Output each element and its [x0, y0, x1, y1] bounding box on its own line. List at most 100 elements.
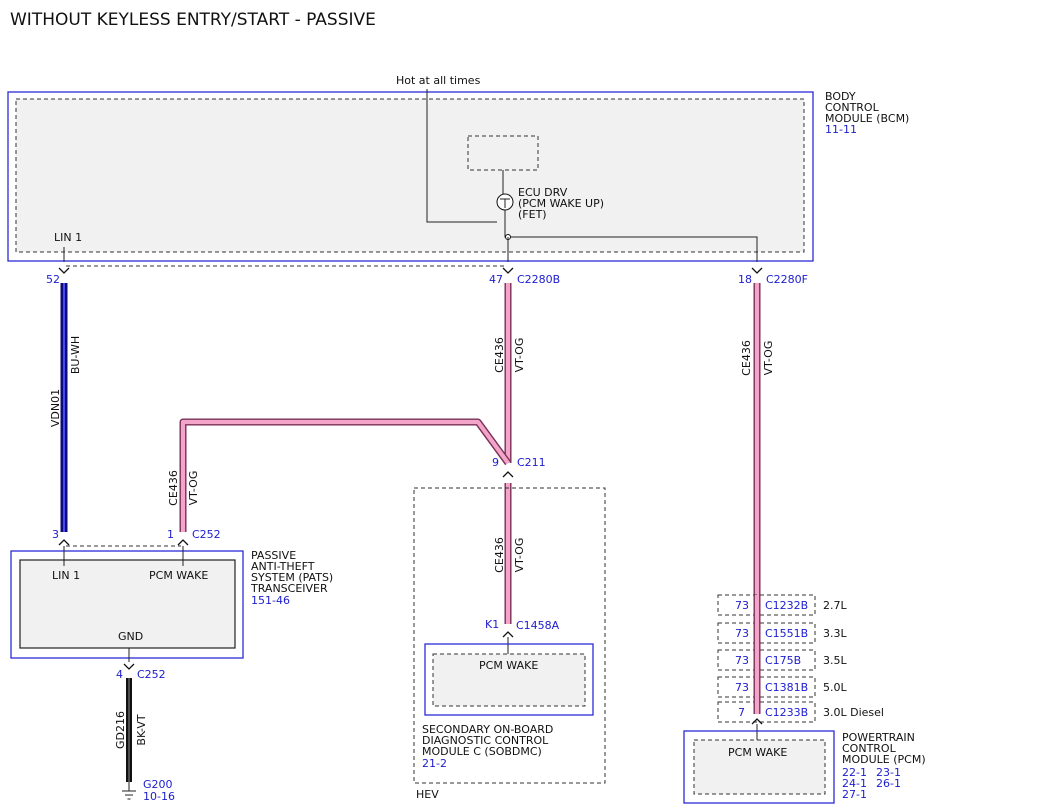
pcm-connector-row: 73 C1381B 5.0L	[717, 676, 847, 698]
svg-text:C1233B: C1233B	[765, 706, 808, 719]
wire-ce436-label-1: CE436	[493, 337, 506, 373]
wire-bk-vt-label: BK-VT	[135, 714, 148, 745]
bcm-lin-label: LIN 1	[54, 231, 82, 244]
pcm-connector-row: 7 C1233B 3.0L Diesel	[717, 701, 884, 723]
svg-text:MODULE (BCM): MODULE (BCM)	[825, 112, 909, 125]
sobdmc-c1458a-connector: C1458A	[516, 619, 560, 632]
pats-gnd-label: GND	[118, 630, 143, 643]
wire-bu-wh-label: BU-WH	[69, 336, 82, 374]
wire-ce436-label-3: CE436	[493, 537, 506, 573]
pats-module-box	[10, 550, 244, 659]
pcm-connector-row: 73 C175B 3.5L	[717, 649, 847, 671]
pcm-name: POWERTRAIN CONTROL MODULE (PCM)	[842, 731, 926, 766]
pcm-module-box	[683, 730, 835, 804]
sobdmc-name: SECONDARY ON-BOARD DIAGNOSTIC CONTROL MO…	[422, 723, 553, 770]
svg-text:7: 7	[738, 706, 745, 719]
svg-text:22-1: 22-1	[842, 766, 867, 779]
svg-text:(PCM WAKE UP): (PCM WAKE UP)	[518, 197, 604, 210]
svg-text:C1232B: C1232B	[765, 599, 808, 612]
svg-text:ECU DRV: ECU DRV	[518, 186, 568, 199]
svg-text:MODULE C (SOBDMC): MODULE C (SOBDMC)	[422, 745, 542, 758]
pcm-wake-label: PCM WAKE	[728, 746, 787, 759]
bcm-module-box	[7, 91, 814, 262]
svg-text:27-1: 27-1	[842, 788, 867, 801]
wire-vt-og-label-3: VT-OG	[513, 538, 526, 573]
svg-text:3.5L: 3.5L	[823, 654, 847, 667]
pats-c252-connector: C252	[192, 528, 221, 541]
ground-ref: 10-16	[143, 790, 175, 803]
pats-lin-pin: 3	[52, 528, 59, 541]
sobdmc-inner-box	[432, 653, 586, 707]
sobdmc-module-box	[424, 643, 594, 716]
svg-text:(FET): (FET)	[518, 208, 547, 221]
svg-text:24-1: 24-1	[842, 777, 867, 790]
svg-text:SYSTEM (PATS): SYSTEM (PATS)	[251, 571, 333, 584]
hev-label: HEV	[416, 788, 439, 801]
pats-wake-label: PCM WAKE	[149, 569, 208, 582]
wire-ce436-bcm-to-c211	[179, 283, 512, 532]
pats-inner-box	[19, 559, 236, 649]
svg-text:C175B: C175B	[765, 654, 801, 667]
svg-text:5.0L: 5.0L	[823, 681, 847, 694]
svg-text:DIAGNOSTIC CONTROL: DIAGNOSTIC CONTROL	[422, 734, 549, 747]
wire-vdn01-label: VDN01	[49, 389, 62, 427]
wire-vt-og-label-4: VT-OG	[762, 341, 775, 376]
svg-text:CONTROL: CONTROL	[842, 742, 897, 755]
pcm-connector-row: 73 C1551B 3.3L	[717, 622, 847, 644]
pcm-connector-row: 73 C1232B 2.7L	[717, 594, 847, 616]
svg-text:SECONDARY ON-BOARD: SECONDARY ON-BOARD	[422, 723, 553, 736]
pcm-inner-box	[693, 739, 826, 795]
wire-vt-og-label-2: VT-OG	[187, 471, 200, 506]
gnd-c252-connector: C252	[137, 668, 166, 681]
bcm-c2280f-pin: 18	[738, 273, 752, 286]
svg-text:11-11: 11-11	[825, 123, 857, 136]
sobdmc-wake-label: PCM WAKE	[479, 659, 538, 672]
pats-wake-pin: 1	[167, 528, 174, 541]
bcm-c2280f-connector: C2280F	[766, 273, 808, 286]
gnd-pin: 4	[116, 668, 123, 681]
pats-lin-label: LIN 1	[52, 569, 80, 582]
bcm-lin-pin: 52	[46, 273, 60, 286]
ecu-drv-label: ECU DRV (PCM WAKE UP) (FET)	[518, 186, 604, 221]
c211-connector: C211	[517, 456, 546, 469]
wire-ce436-label-2: CE436	[167, 470, 180, 506]
wire-gd216-label: GD216	[114, 711, 127, 749]
svg-text:MODULE (PCM): MODULE (PCM)	[842, 753, 926, 766]
svg-text:73: 73	[735, 681, 749, 694]
c211-pin: 9	[492, 456, 499, 469]
ground-symbol-icon	[122, 782, 136, 800]
pats-name: PASSIVE ANTI-THEFT SYSTEM (PATS) TRANSCE…	[250, 549, 333, 607]
wire-vt-og-label-1: VT-OG	[513, 338, 526, 373]
hot-feed-line	[426, 89, 497, 223]
svg-text:3.3L: 3.3L	[823, 627, 847, 640]
sobdmc-pin: K1	[485, 618, 499, 631]
svg-text:ANTI-THEFT: ANTI-THEFT	[251, 560, 315, 573]
pcm-refs: 22-1 23-1 24-1 26-1 27-1	[842, 766, 901, 801]
bcm-name: BODY CONTROL MODULE (BCM) 11-11	[825, 90, 909, 136]
svg-text:TRANSCEIVER: TRANSCEIVER	[250, 582, 328, 595]
bcm-c2280b-pin: 47	[489, 273, 503, 286]
svg-text:73: 73	[735, 627, 749, 640]
svg-text:151-46: 151-46	[251, 594, 290, 607]
bcm-c2280b-connector: C2280B	[517, 273, 560, 286]
svg-text:26-1: 26-1	[876, 777, 901, 790]
svg-text:BODY: BODY	[825, 90, 856, 103]
bcm-sub-box	[467, 135, 539, 171]
hev-dashed-box	[413, 487, 606, 784]
svg-text:POWERTRAIN: POWERTRAIN	[842, 731, 915, 744]
svg-text:23-1: 23-1	[876, 766, 901, 779]
svg-text:3.0L Diesel: 3.0L Diesel	[823, 706, 884, 719]
svg-text:73: 73	[735, 654, 749, 667]
svg-text:21-2: 21-2	[422, 757, 447, 770]
svg-text:CONTROL: CONTROL	[825, 101, 880, 114]
svg-text:73: 73	[735, 599, 749, 612]
svg-text:C1551B: C1551B	[765, 627, 808, 640]
bcm-inner-box	[15, 98, 805, 253]
svg-text:PASSIVE: PASSIVE	[251, 549, 296, 562]
wire-ce436-label-4: CE436	[740, 340, 753, 376]
hot-at-all-times-label: Hot at all times	[396, 74, 481, 87]
ground-name: G200	[143, 778, 173, 791]
svg-text:2.7L: 2.7L	[823, 599, 847, 612]
svg-text:C1381B: C1381B	[765, 681, 808, 694]
